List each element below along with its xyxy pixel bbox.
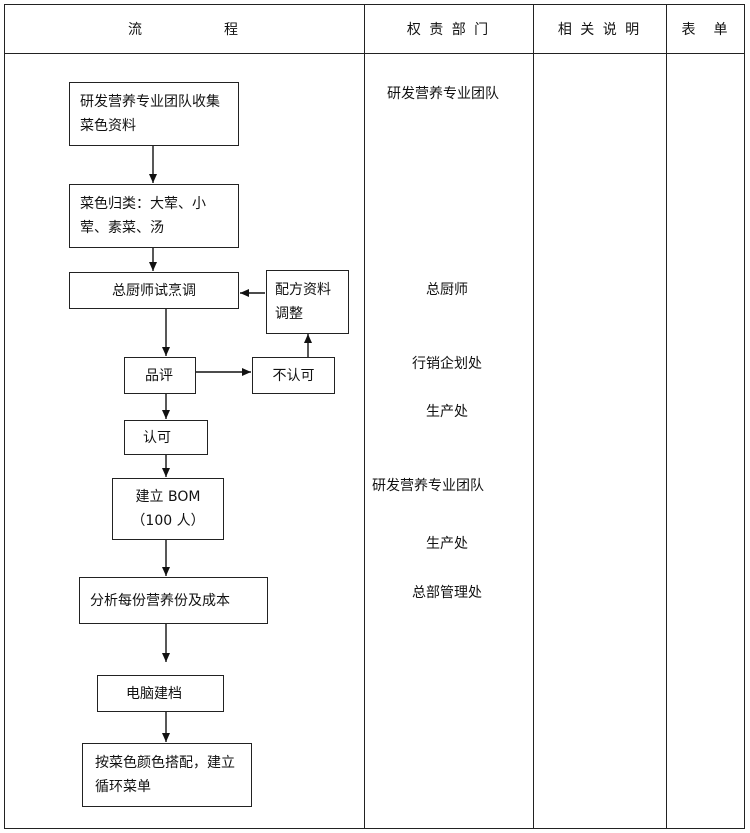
step-bom-line1: 建立 BOM bbox=[135, 489, 201, 505]
step-classify-dishes: 菜色归类：大荤、小荤、素菜、汤 bbox=[69, 184, 239, 248]
dept-production: 生产处 bbox=[426, 404, 468, 420]
step-cycle-menu: 按菜色颜色搭配，建立循环菜单 bbox=[82, 743, 252, 807]
step-analyze-label: 分析每份营养份及成本 bbox=[90, 592, 230, 609]
step-bom-line2: （100 人） bbox=[131, 513, 205, 529]
header-divider bbox=[4, 53, 745, 54]
step-analyze-cost: 分析每份营养份及成本 bbox=[79, 577, 268, 624]
dept-hq-admin: 总部管理处 bbox=[412, 585, 482, 601]
step-review: 品评 bbox=[124, 357, 196, 394]
header-forms: 表 单 bbox=[681, 21, 730, 38]
column-divider-1 bbox=[364, 4, 365, 829]
step-reject-label: 不认可 bbox=[272, 367, 315, 384]
dept-production-2: 生产处 bbox=[426, 536, 468, 552]
step-recipe-adjust: 配方资料调整 bbox=[266, 270, 349, 334]
step-trial-label: 总厨师试烹调 bbox=[112, 282, 196, 299]
header-process: 流 程 bbox=[128, 21, 240, 38]
step-review-label: 品评 bbox=[145, 367, 173, 384]
step-build-bom: 建立 BOM （100 人） bbox=[112, 478, 224, 540]
step-menu-label: 按菜色颜色搭配，建立循环菜单 bbox=[95, 755, 235, 795]
table-frame bbox=[4, 4, 745, 829]
step-archive: 电脑建档 bbox=[97, 675, 224, 712]
step-adjust-label: 配方资料调整 bbox=[275, 282, 331, 322]
step-archive-label: 电脑建档 bbox=[126, 685, 182, 702]
step-approve: 认可 bbox=[124, 420, 208, 455]
dept-rd-team-2: 研发营养专业团队 bbox=[372, 478, 484, 494]
step-collect-label: 研发营养专业团队收集菜色资料 bbox=[80, 94, 220, 134]
step-chef-trial: 总厨师试烹调 bbox=[69, 272, 239, 309]
column-divider-3 bbox=[666, 4, 667, 829]
dept-marketing: 行销企划处 bbox=[412, 356, 482, 372]
step-reject: 不认可 bbox=[252, 357, 335, 394]
step-approve-label: 认可 bbox=[143, 429, 171, 446]
header-department: 权 责 部 门 bbox=[406, 21, 491, 38]
step-collect-data: 研发营养专业团队收集菜色资料 bbox=[69, 82, 239, 146]
header-notes: 相 关 说 明 bbox=[557, 21, 642, 38]
step-classify-label: 菜色归类：大荤、小荤、素菜、汤 bbox=[80, 196, 206, 236]
dept-head-chef: 总厨师 bbox=[426, 282, 468, 298]
column-divider-2 bbox=[533, 4, 534, 829]
dept-rd-team: 研发营养专业团队 bbox=[387, 86, 499, 102]
